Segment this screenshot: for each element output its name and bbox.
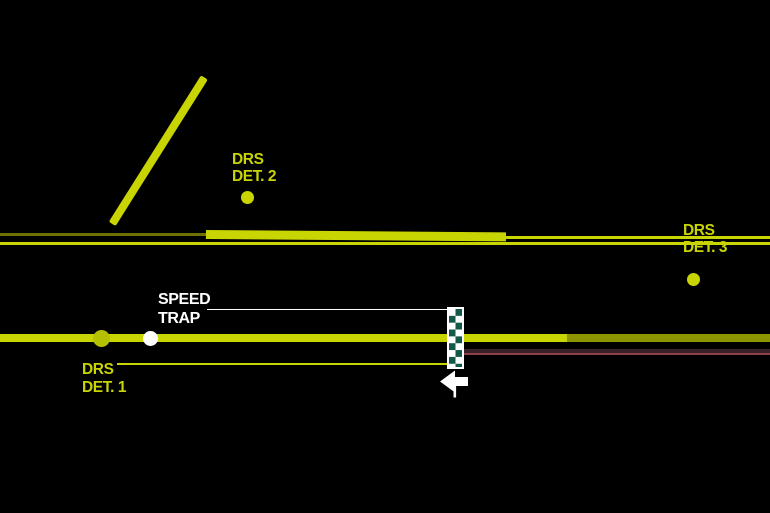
drs-det-2-label-line1: DRS [232, 151, 264, 168]
track-top-thin-full-segment [0, 242, 770, 245]
speed-trap-marker-dot [142, 330, 158, 346]
drs-det-1-label: DRS DET. 1 [82, 361, 127, 397]
speed-trap-label: SPEED TRAP [158, 290, 211, 328]
drs-detection-3-marker-dot [686, 272, 700, 286]
finish-line-checkered-flag [446, 307, 464, 369]
drs-det-3-label: DRS DET. 3 [683, 222, 728, 256]
drs-det-1-label-line1: DRS [82, 361, 114, 378]
drs-det-3-label-line2: DET. 3 [683, 239, 728, 256]
drs-det-2-label-line2: DET. 2 [232, 168, 277, 185]
track-top-thin-right-segment [505, 236, 770, 239]
drs-det-3-label-line1: DRS [683, 222, 715, 239]
track-main-straight-bright [0, 333, 567, 343]
sector-red-line [463, 348, 770, 355]
speed-trap-bracket-line-top [207, 308, 447, 311]
drs-det-2-label: DRS DET. 2 [232, 151, 277, 185]
drs-det1-bracket-line-bottom [117, 363, 447, 365]
drs-det-1-label-line2: DET. 1 [82, 379, 127, 396]
speed-trap-label-line1: SPEED [158, 291, 211, 308]
race-direction-arrow-icon [440, 370, 468, 398]
drs-zone-highlight-segment [205, 230, 506, 241]
track-main-straight-olive [567, 333, 770, 343]
drs-detection-1-marker-dot [93, 329, 110, 347]
track-diagonal-segment [108, 75, 208, 226]
drs-detection-2-marker-dot [240, 190, 254, 204]
speed-trap-label-line2: TRAP [158, 310, 200, 327]
track-top-dim-segment [0, 233, 206, 236]
